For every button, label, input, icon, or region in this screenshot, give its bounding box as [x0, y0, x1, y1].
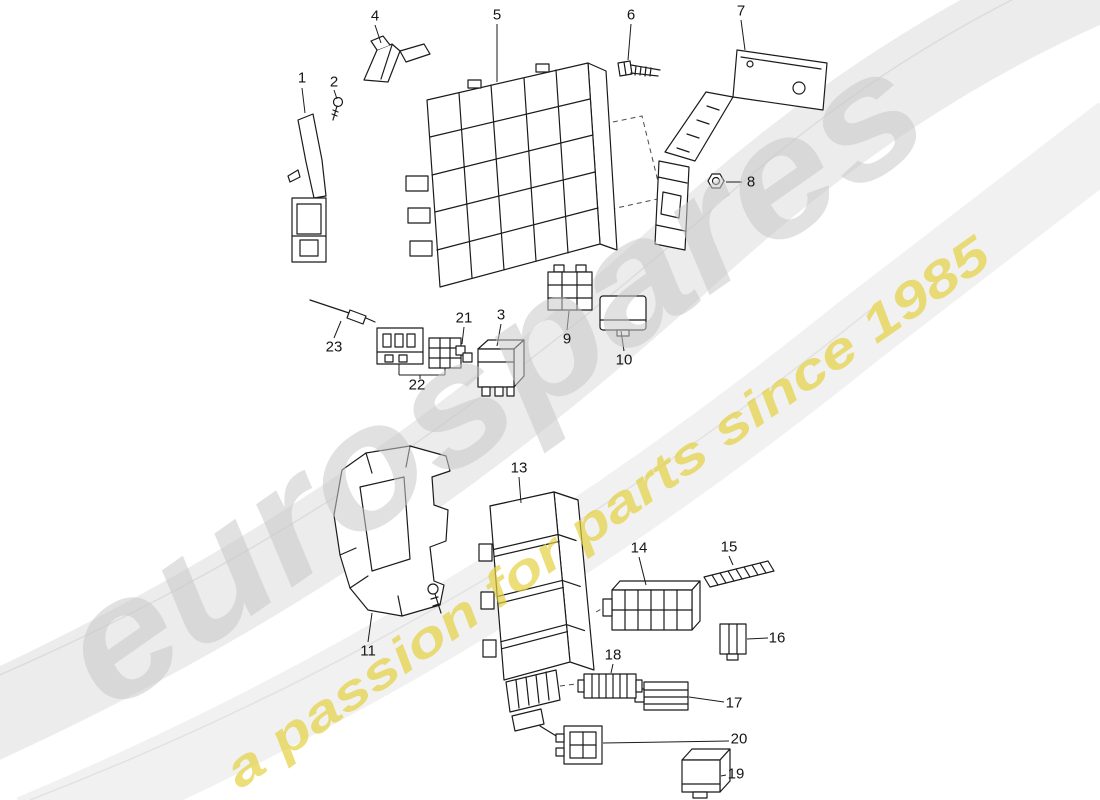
part-callout-5[interactable]: 5	[492, 6, 502, 24]
part-2-screw	[331, 96, 344, 121]
part-callout-15[interactable]: 15	[720, 538, 738, 556]
part-1-bracket	[287, 113, 327, 263]
part-callout-2[interactable]: 2	[329, 73, 339, 91]
part-8-nut	[707, 173, 725, 189]
part-callout-16[interactable]: 16	[768, 629, 786, 647]
leader-lines	[301, 19, 769, 777]
part-9-connector	[547, 264, 593, 311]
part-callout-13[interactable]: 13	[510, 459, 528, 477]
part-callout-11[interactable]: 11	[360, 642, 376, 660]
part-callout-18[interactable]: 18	[604, 646, 622, 664]
part-callout-8[interactable]: 8	[746, 173, 756, 191]
part-callout-6[interactable]: 6	[626, 6, 636, 24]
part-6-bolt	[617, 60, 661, 77]
part-19-relay	[681, 748, 731, 799]
part-7-bracket	[654, 49, 828, 251]
part-callout-9[interactable]: 9	[562, 330, 572, 348]
part-20-module	[555, 725, 603, 765]
part-16-clip	[719, 623, 747, 661]
part-21-connector	[455, 345, 473, 363]
part-callout-19[interactable]: 19	[727, 765, 745, 783]
part-callout-21[interactable]: 21	[455, 309, 473, 327]
part-23-wire	[309, 299, 376, 325]
parts-linework	[287, 35, 828, 799]
part-11-housing	[333, 445, 451, 617]
part-callout-10[interactable]: 10	[615, 351, 633, 369]
part-3-switch	[477, 339, 525, 397]
part-13-fuse-box	[478, 491, 595, 743]
part-15-strip	[703, 560, 775, 588]
part-callout-1[interactable]: 1	[297, 69, 307, 87]
part-18-connector	[577, 673, 643, 699]
part-callout-17[interactable]: 17	[725, 694, 743, 712]
part-callout-7[interactable]: 7	[736, 2, 746, 20]
part-14-connector-block	[602, 580, 701, 631]
part-callout-23[interactable]: 23	[325, 338, 343, 356]
part-callout-3[interactable]: 3	[496, 306, 506, 324]
part-callout-22[interactable]: 22	[408, 376, 426, 394]
part-5-fuse-carrier	[405, 62, 618, 288]
part-10-relay	[599, 295, 647, 337]
part-callout-20[interactable]: 20	[730, 730, 748, 748]
part-callout-4[interactable]: 4	[370, 7, 380, 25]
part-callout-14[interactable]: 14	[630, 539, 648, 557]
